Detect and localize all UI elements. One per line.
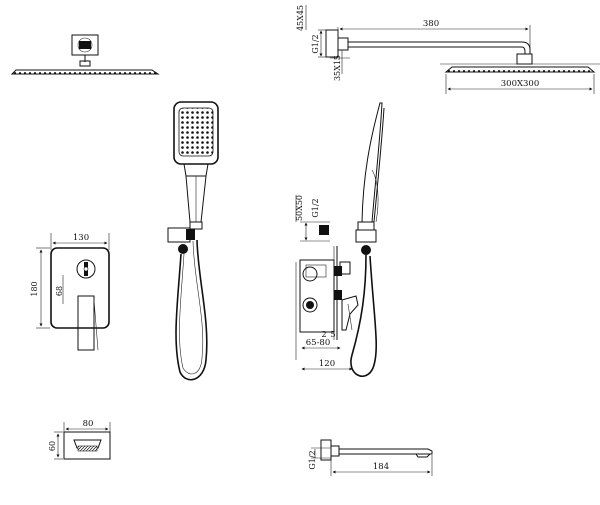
valve-lever-handle — [77, 295, 95, 351]
rain-shower-front-view — [10, 34, 160, 75]
rain-shower-side-view: 380 45X45 G1/2 35X15 300X300 — [296, 5, 600, 94]
spout-plate — [63, 431, 111, 460]
spout-front-view: 80 60 — [48, 419, 111, 460]
head-size-dimension: 300X300 — [501, 79, 540, 89]
handshower-side-profile — [361, 102, 383, 223]
arm-neck — [516, 53, 533, 65]
valve-diverter-knob — [76, 259, 96, 279]
handshower-nozzle-face — [178, 107, 214, 157]
handshower-hose — [175, 239, 208, 381]
holder-thread-label: G1/2 — [311, 198, 320, 217]
valve-port-bottom — [302, 297, 318, 313]
spout-thread-label: G1/2 — [308, 450, 317, 469]
dim-a: 2 — [321, 330, 326, 339]
handshower-front-view — [167, 101, 219, 381]
spout-side-view: G1/2 184 — [308, 439, 433, 476]
rain-shower-head-profile — [10, 69, 160, 75]
plate-width-dimension: 130 — [73, 233, 89, 243]
holder-outlet — [178, 244, 188, 254]
spout-height-dimension: 60 — [48, 441, 57, 451]
spout-width-dimension: 80 — [83, 419, 94, 429]
plate-offset-dimension: 68 — [55, 286, 64, 296]
flange-size-dimension: 45X45 — [296, 5, 305, 31]
arm-thread-label: G1/2 — [311, 34, 320, 53]
spout-wall-flange — [320, 439, 332, 461]
flange-circle — [77, 37, 93, 53]
flange-fitting — [79, 41, 91, 49]
plate-height-dimension: 180 — [30, 281, 39, 296]
side-hose — [350, 254, 378, 377]
valve-body — [299, 259, 335, 333]
valve-plate-front-view: 130 180 68 — [30, 233, 110, 351]
wall-flange — [325, 29, 339, 58]
holder-size-dimension: 50X50 — [295, 195, 304, 221]
depth-range-dimension: 65-80 — [306, 338, 331, 348]
valve-port-top — [302, 266, 318, 282]
side-wall-holder — [355, 229, 377, 243]
valve-trim-plate — [50, 247, 110, 329]
spout-body — [338, 448, 433, 455]
neck-size-dimension: 35X15 — [333, 55, 342, 81]
spout-length-dimension: 184 — [373, 462, 389, 472]
spout-outlet — [77, 445, 98, 452]
valve-side-view: 50X50 G1/2 2 5 65-80 120 — [295, 102, 385, 377]
arm-length-dimension: 380 — [423, 19, 439, 29]
valve-handle — [341, 295, 359, 331]
shower-arm-joint — [79, 60, 91, 67]
dim-b: 5 — [330, 330, 335, 339]
depth-total-dimension: 120 — [319, 359, 335, 369]
